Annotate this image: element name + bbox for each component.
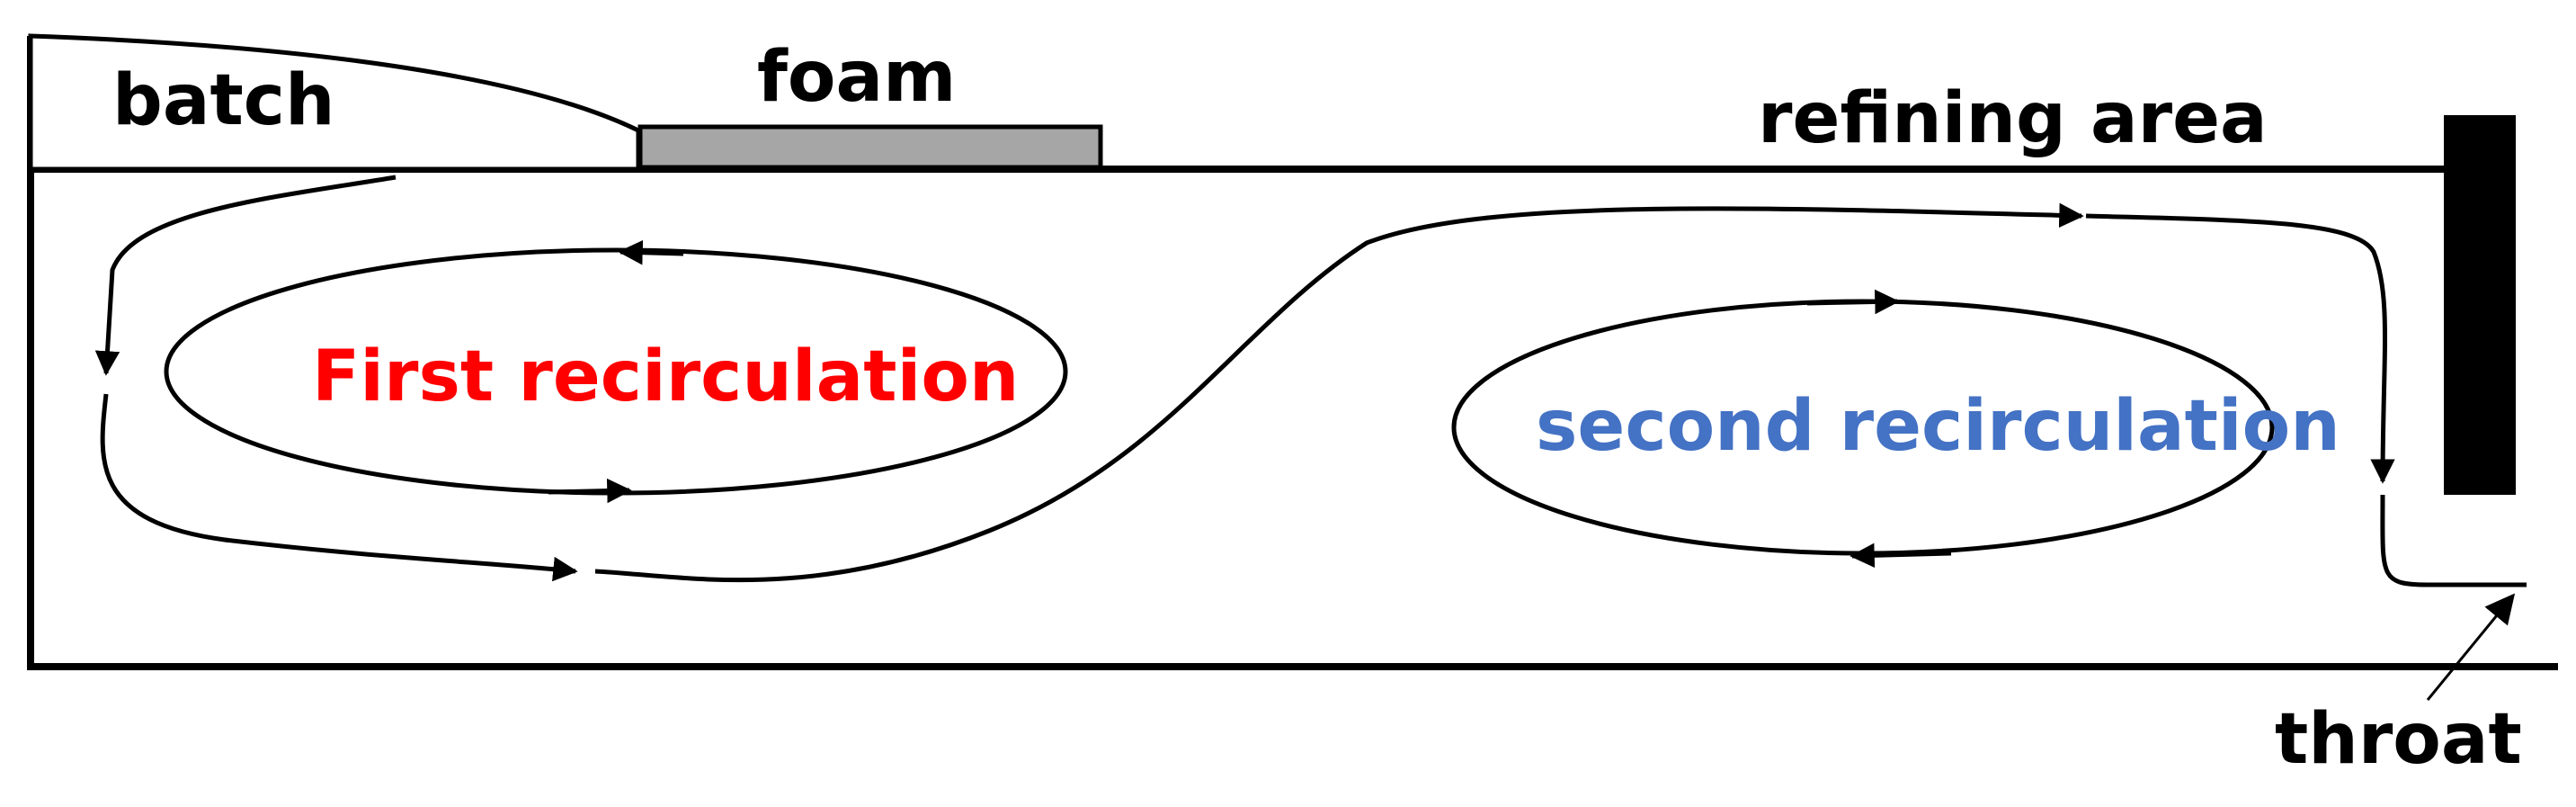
foam-label: foam xyxy=(757,37,956,118)
flow-to-throat xyxy=(2085,213,2395,484)
foam-layer xyxy=(637,124,1103,170)
batch-pile xyxy=(28,33,641,172)
first-recirculation-label: First recirculation xyxy=(312,336,1019,417)
throat-wall xyxy=(2444,115,2516,495)
batch-label: batch xyxy=(112,60,335,141)
second-loop-arrow-top xyxy=(1806,289,1900,315)
second-loop-arrow-bottom xyxy=(1850,542,1952,569)
throat-pointer-arrow xyxy=(2426,593,2516,701)
flow-rise-to-surface xyxy=(594,202,2084,583)
refining-area-label: refining area xyxy=(1758,78,2268,159)
first-loop-arrow-top xyxy=(618,239,684,265)
throat-label: throat xyxy=(2275,699,2522,780)
first-loop-arrow-bottom xyxy=(548,478,632,504)
second-recirculation-label: second recirculation xyxy=(1536,386,2340,467)
flow-descent-left xyxy=(94,175,397,376)
flow-through-throat xyxy=(2380,494,2527,587)
flow-bottom-left xyxy=(100,393,578,582)
